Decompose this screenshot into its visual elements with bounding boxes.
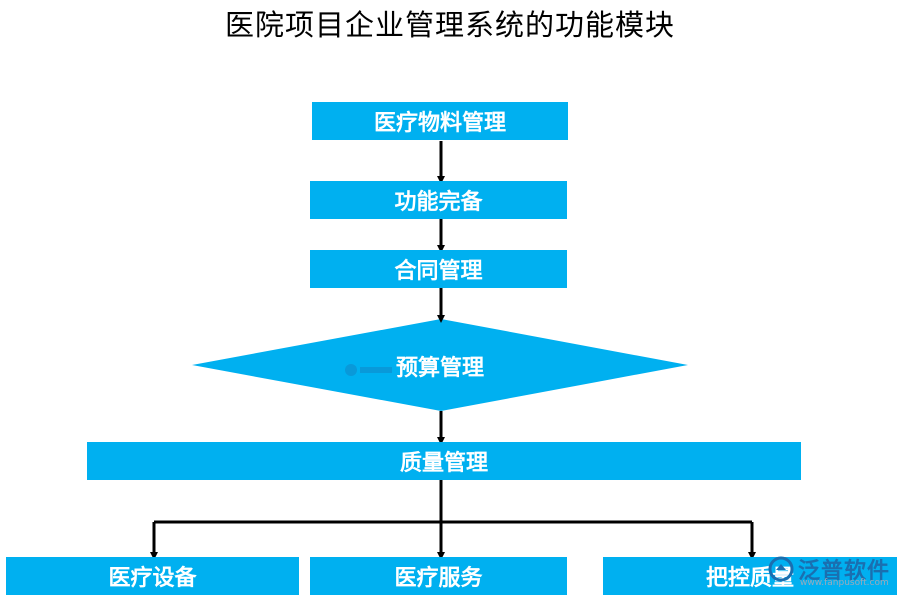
diagram-title: 医院项目企业管理系统的功能模块 [224, 8, 675, 42]
brand-logo-text: 泛普软件 [798, 559, 891, 584]
brand-logo-url: www.fanpusoft.com [800, 578, 889, 588]
brand-logo: 泛普软件 [768, 554, 890, 584]
node-equipment: 医疗设备 [6, 557, 299, 595]
node-quality-control: 把控质量 [603, 557, 897, 595]
node-service: 医疗服务 [310, 557, 567, 595]
node-contract: 合同管理 [310, 250, 567, 288]
watermark-small-logo [345, 364, 392, 376]
node-materials: 医疗物料管理 [312, 102, 568, 140]
node-budget-label: 预算管理 [395, 355, 484, 381]
budget-diamond [192, 319, 688, 411]
node-quality: 质量管理 [87, 442, 801, 480]
node-functions: 功能完备 [310, 181, 567, 219]
brand-logo-icon [768, 556, 794, 582]
